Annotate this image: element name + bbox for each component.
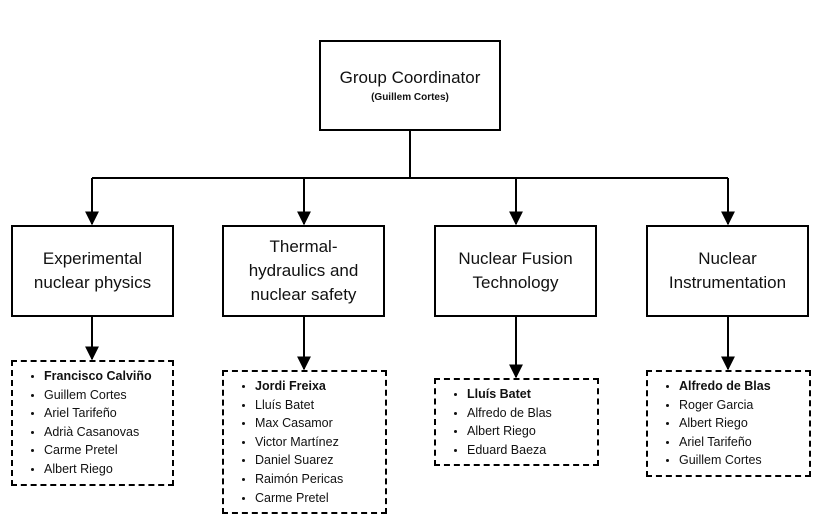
group-box-nuclear-instrumentation: Nuclear Instrumentation (646, 225, 809, 317)
group-box-thermal-hydraulics: Thermal- hydraulics and nuclear safety (222, 225, 385, 317)
group-box-experimental-nuclear-physics: Experimental nuclear physics (11, 225, 174, 317)
group-title: Nuclear Instrumentation (663, 247, 792, 295)
group-box-nuclear-fusion-technology: Nuclear Fusion Technology (434, 225, 597, 317)
member-item: Roger Garcia (679, 396, 803, 415)
member-item: Guillem Cortes (44, 386, 166, 405)
member-list-experimental-nuclear-physics: Francisco Calviño Guillem Cortes Ariel T… (11, 360, 174, 486)
member-item: Guillem Cortes (679, 451, 803, 470)
group-title-line: Nuclear (698, 249, 757, 268)
member-item: Daniel Suarez (255, 451, 379, 470)
group-title-line: Instrumentation (668, 273, 787, 292)
member-item: Adrià Casanovas (44, 423, 166, 442)
member-list-thermal-hydraulics: Jordi Freixa Lluís Batet Max Casamor Vic… (222, 370, 387, 515)
member-item: Eduard Baeza (467, 441, 591, 460)
member-item-lead: Alfredo de Blas (679, 377, 803, 396)
member-item-lead: Lluís Batet (467, 385, 591, 404)
coordinator-box: Group Coordinator (Guillem Cortes) (319, 40, 501, 131)
member-item: Albert Riego (44, 460, 166, 479)
coordinator-name: (Guillem Cortes) (371, 91, 449, 103)
member-item: Lluís Batet (255, 396, 379, 415)
coordinator-title: Group Coordinator (339, 67, 481, 87)
member-item: Carme Pretel (255, 489, 379, 508)
member-item: Alfredo de Blas (467, 404, 591, 423)
member-item: Albert Riego (467, 422, 591, 441)
member-item: Victor Martínez (255, 433, 379, 452)
member-item-lead: Jordi Freixa (255, 377, 379, 396)
group-title-line: Nuclear Fusion (458, 249, 573, 268)
member-item: Ariel Tarifeño (679, 433, 803, 452)
group-title-line: Experimental (42, 249, 143, 268)
member-item-lead: Francisco Calviño (44, 367, 166, 386)
member-item: Raimón Pericas (255, 470, 379, 489)
member-item: Ariel Tarifeño (44, 404, 166, 423)
group-title: Nuclear Fusion Technology (452, 247, 578, 295)
group-title-line: Thermal- (269, 237, 338, 256)
member-item: Max Casamor (255, 414, 379, 433)
group-title-line: Technology (472, 273, 559, 292)
group-title-line: hydraulics and (248, 261, 359, 280)
group-title-line: nuclear physics (33, 273, 152, 292)
member-item: Albert Riego (679, 414, 803, 433)
group-title: Experimental nuclear physics (28, 247, 157, 295)
member-list-nuclear-instrumentation: Alfredo de Blas Roger Garcia Albert Rieg… (646, 370, 811, 477)
member-item: Carme Pretel (44, 441, 166, 460)
group-title-line: nuclear safety (250, 285, 357, 304)
group-title: Thermal- hydraulics and nuclear safety (243, 235, 365, 307)
member-list-nuclear-fusion-technology: Lluís Batet Alfredo de Blas Albert Riego… (434, 378, 599, 467)
